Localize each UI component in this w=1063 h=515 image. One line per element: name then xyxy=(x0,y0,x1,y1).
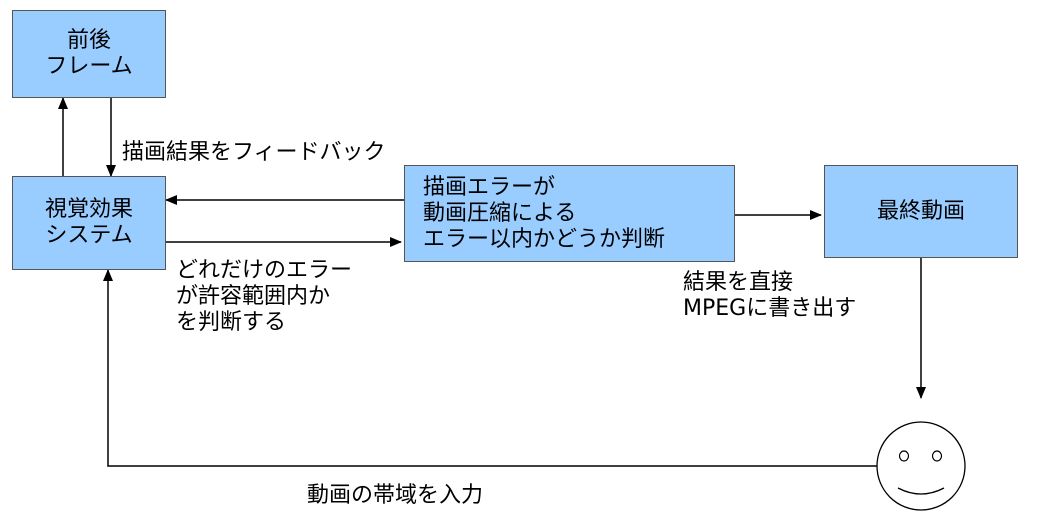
input-bandwidth-label-text: 動画の帯域を入力 xyxy=(307,483,484,508)
tolerance-label-line-1: どれだけのエラー xyxy=(176,258,353,283)
final-video-label: 最終動画 xyxy=(876,198,965,224)
write-mpeg-label: 結果を直接 MPEGに書き出す xyxy=(683,270,856,322)
final-video-box: 最終動画 xyxy=(824,165,1018,258)
write-mpeg-label-line-2: MPEGに書き出す xyxy=(683,296,857,321)
adjacent-frames-line-2: フレーム xyxy=(45,54,133,79)
error-check-line-2: 動画圧縮による xyxy=(423,200,577,226)
smiley-face-icon xyxy=(876,421,966,511)
visual-effects-system-box: 視覚効果 システム xyxy=(12,176,166,270)
tolerance-label: どれだけのエラー が許容範囲内か を判断する xyxy=(176,258,352,336)
feedback-label-text: 描画結果をフィードバック xyxy=(122,140,386,165)
visual-effects-system-line-2: システム xyxy=(45,223,133,248)
viewer-smile xyxy=(897,487,945,495)
arrow-viewer-to-system xyxy=(103,269,877,467)
error-check-box: 描画エラーが 動画圧縮による エラー以内かどうか判断 xyxy=(404,165,735,262)
error-check-line-1: 描画エラーが xyxy=(423,174,556,200)
viewer-face-outline xyxy=(876,421,966,511)
error-check-line-3: エラー以内かどうか判断 xyxy=(423,226,666,252)
visual-effects-system-line-1: 視覚効果 xyxy=(44,197,133,222)
tolerance-label-line-2: が許容範囲内か xyxy=(176,284,331,309)
viewer-right-eye xyxy=(931,450,943,462)
write-mpeg-label-line-1: 結果を直接 xyxy=(683,270,794,295)
adjacent-frames-line-1: 前後 xyxy=(66,28,111,53)
viewer-left-eye xyxy=(898,450,910,462)
tolerance-label-line-3: を判断する xyxy=(176,310,287,335)
adjacent-frames-box: 前後 フレーム xyxy=(12,10,166,98)
input-bandwidth-label: 動画の帯域を入力 xyxy=(307,483,483,509)
feedback-label: 描画結果をフィードバック xyxy=(122,140,386,166)
